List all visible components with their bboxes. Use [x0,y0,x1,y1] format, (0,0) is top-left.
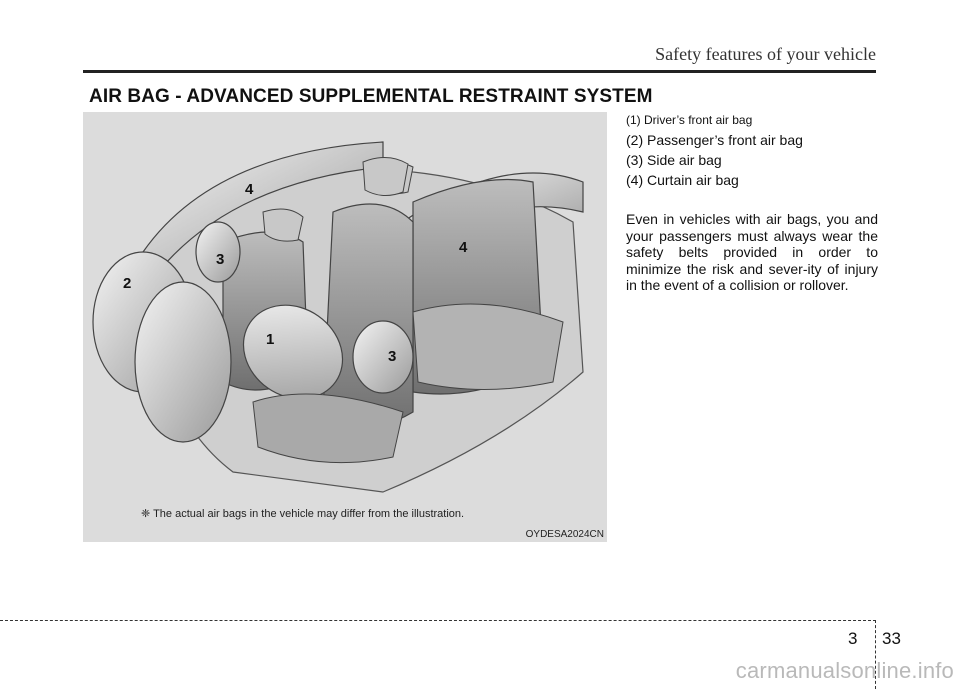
page-number: 33 [882,629,901,648]
figure-note: ❈ The actual air bags in the vehicle may… [141,508,465,520]
side-airbag-driver-icon [352,320,414,394]
airbag-drawing: 4 3 2 1 4 3 [92,141,584,493]
legend-item: (4) Curtain air bag [626,172,739,188]
legend-item: (1) Driver’s front air bag [626,113,753,127]
callout-label: 3 [216,251,224,268]
legend-item: (2) Passenger’s front air bag [626,132,803,148]
side-airbag-front-icon [195,221,241,283]
airbag-legend: (1) Driver’s front air bag (2) Passenger… [626,112,878,190]
section-title: AIR BAG - ADVANCED SUPPLEMENTAL RESTRAIN… [89,86,653,107]
callout-label: 4 [459,239,468,256]
figure-code: OYDESA2024CN [525,529,604,540]
callout-label: 2 [123,275,131,292]
callout-label: 3 [388,348,396,365]
callout-label: 1 [266,331,274,348]
safety-belt-paragraph: Even in vehicles with air bags, you and … [626,211,878,294]
footer-divider [875,620,876,689]
header-rule [83,70,876,73]
legend-item: (3) Side air bag [626,152,722,168]
chapter-number: 3 [848,629,858,648]
watermark: carmanualsonline.info [735,658,954,683]
footer-rule [0,620,876,621]
airbag-illustration: 4 3 2 1 4 3 ❈ The actual air bags in the… [83,112,607,542]
running-header: Safety features of your vehicle [655,44,876,64]
driver-front-airbag-icon [242,304,344,400]
callout-label: 4 [245,181,254,198]
